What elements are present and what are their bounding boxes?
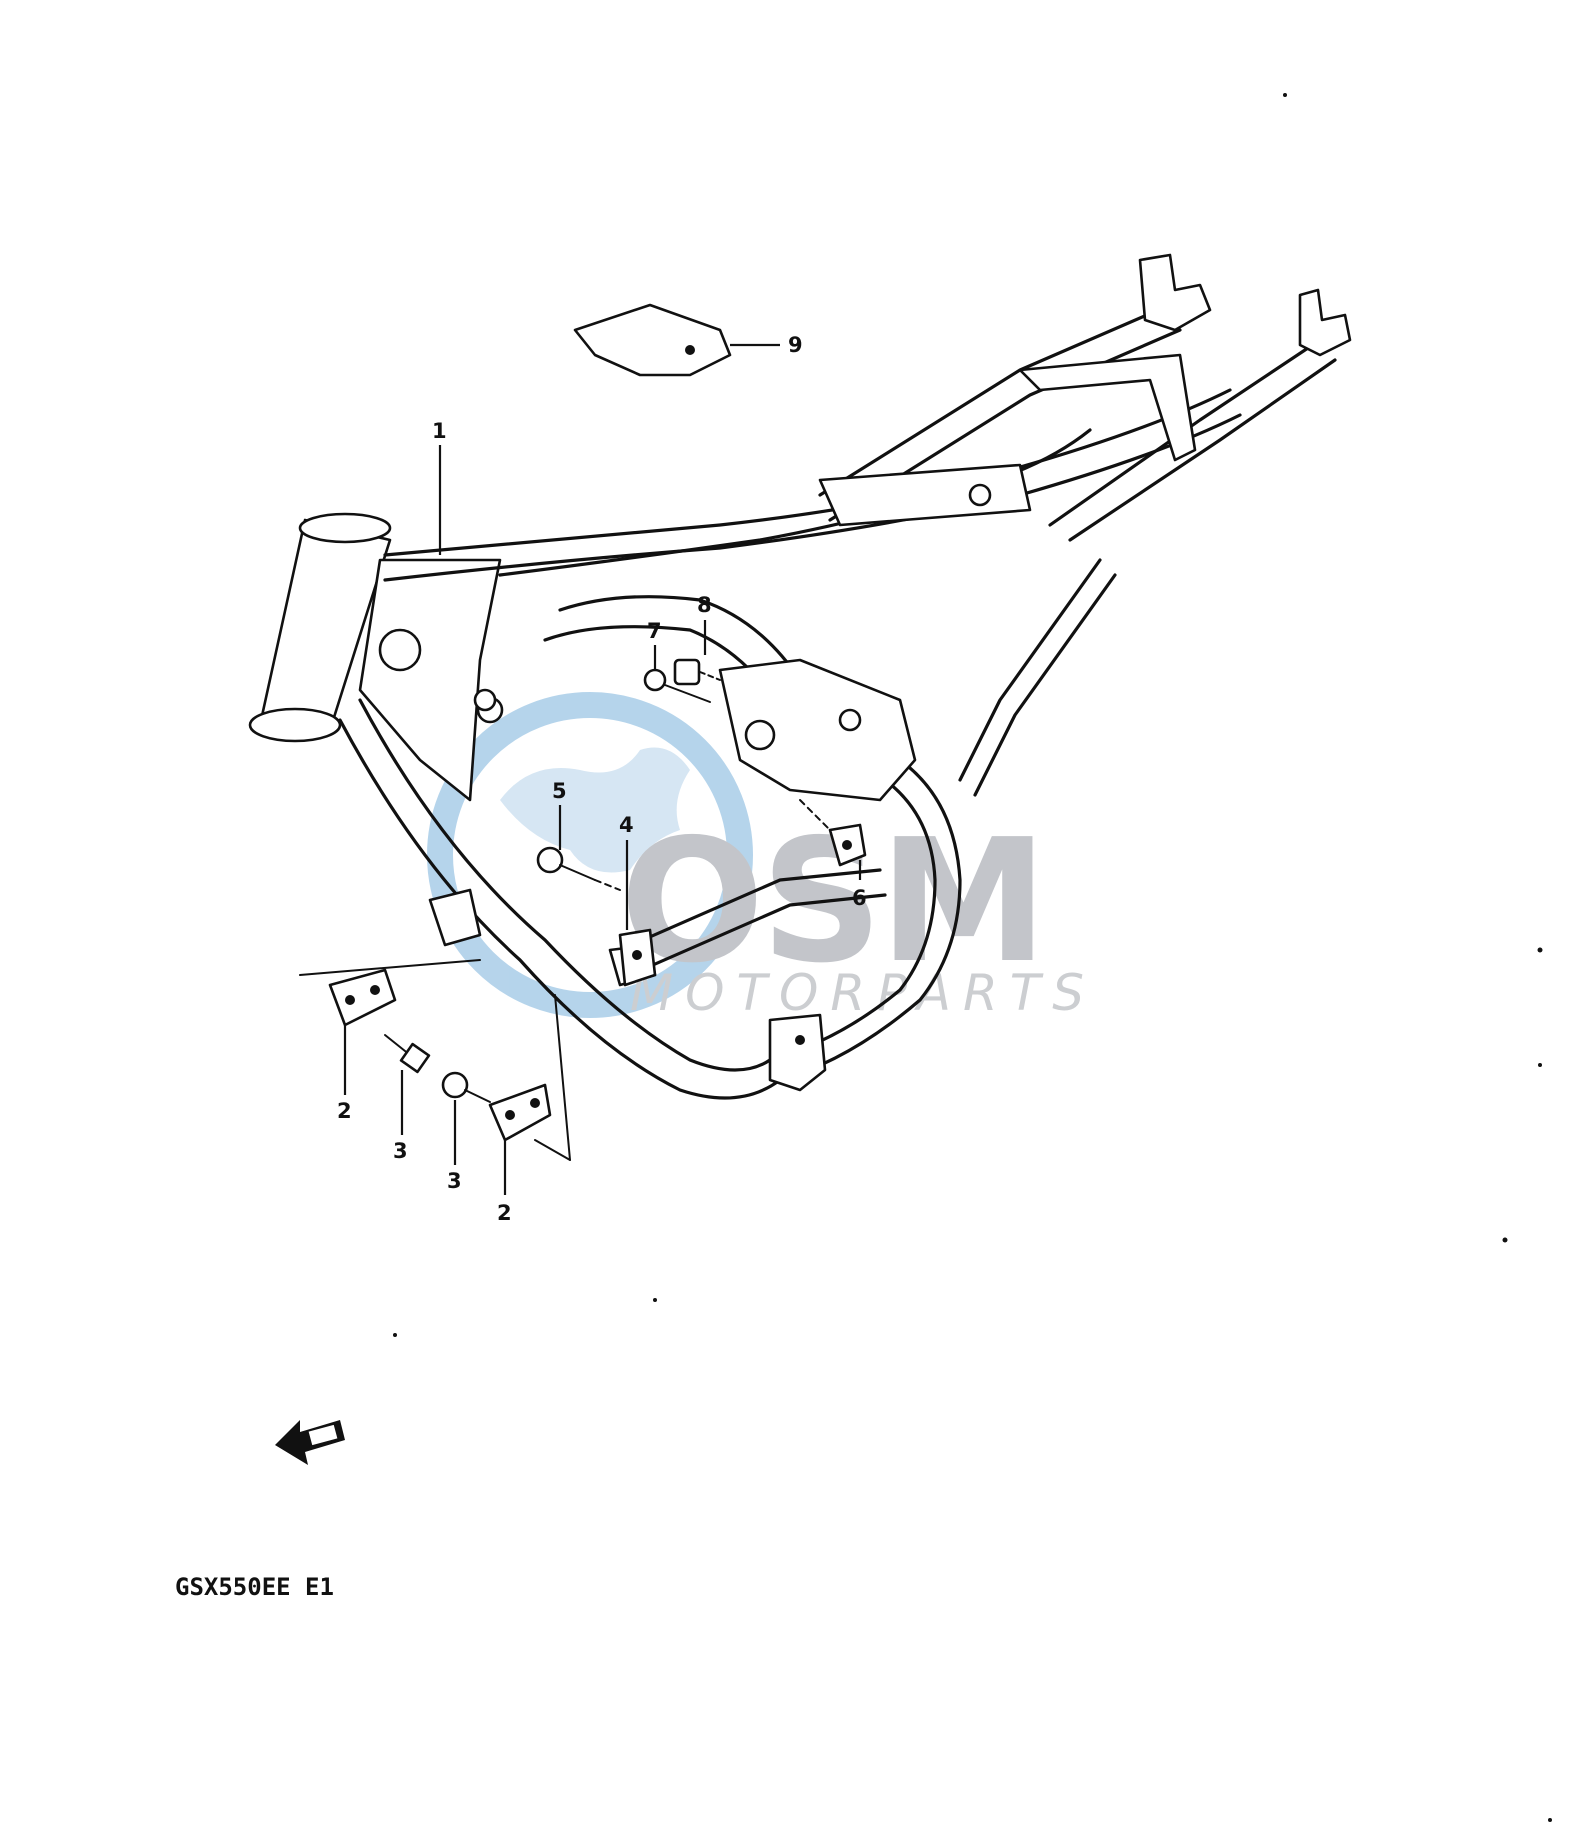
callout-leaders — [343, 343, 862, 1195]
part-9-bracket — [573, 303, 732, 377]
callout-4: 4 — [619, 813, 634, 837]
front-direction-arrow — [275, 1420, 345, 1465]
engine-mount-bracket-2b — [488, 1083, 552, 1142]
callout-3b: 3 — [447, 1169, 462, 1193]
mount-bolt-5 — [536, 846, 621, 891]
mount-bolt-3a — [384, 1034, 431, 1074]
callout-2b: 2 — [497, 1201, 512, 1225]
engine-mount-bracket-2a — [328, 968, 397, 1027]
head-gusset — [358, 558, 502, 802]
watermark-tagline: MOTORPARTS — [630, 964, 1096, 1022]
mount-nut-8 — [673, 658, 721, 686]
mount-bracket-4 — [618, 928, 657, 987]
mount-bolt-3b — [441, 1071, 491, 1103]
callout-3a: 3 — [393, 1139, 408, 1163]
watermark-globe-land — [500, 747, 690, 873]
callout-5: 5 — [552, 779, 567, 803]
callout-2a: 2 — [337, 1099, 352, 1123]
callout-8: 8 — [697, 593, 712, 617]
callout-7: 7 — [647, 619, 662, 643]
watermark-globe — [427, 692, 753, 1018]
model-code: GSX550EE E1 — [175, 1573, 334, 1601]
swingarm-pivot-plate — [718, 658, 917, 802]
main-frame — [248, 253, 1352, 1100]
assembly-guides — [299, 959, 571, 1161]
callout-1: 1 — [432, 419, 447, 443]
callout-labels: 1 2 2 3 3 4 5 6 7 8 9 — [337, 333, 867, 1225]
mount-bracket-6 — [799, 799, 867, 867]
callout-6: 6 — [852, 886, 867, 910]
mount-bolt-7 — [643, 668, 711, 703]
callout-9: 9 — [788, 333, 803, 357]
scan-specks — [393, 93, 1552, 1822]
